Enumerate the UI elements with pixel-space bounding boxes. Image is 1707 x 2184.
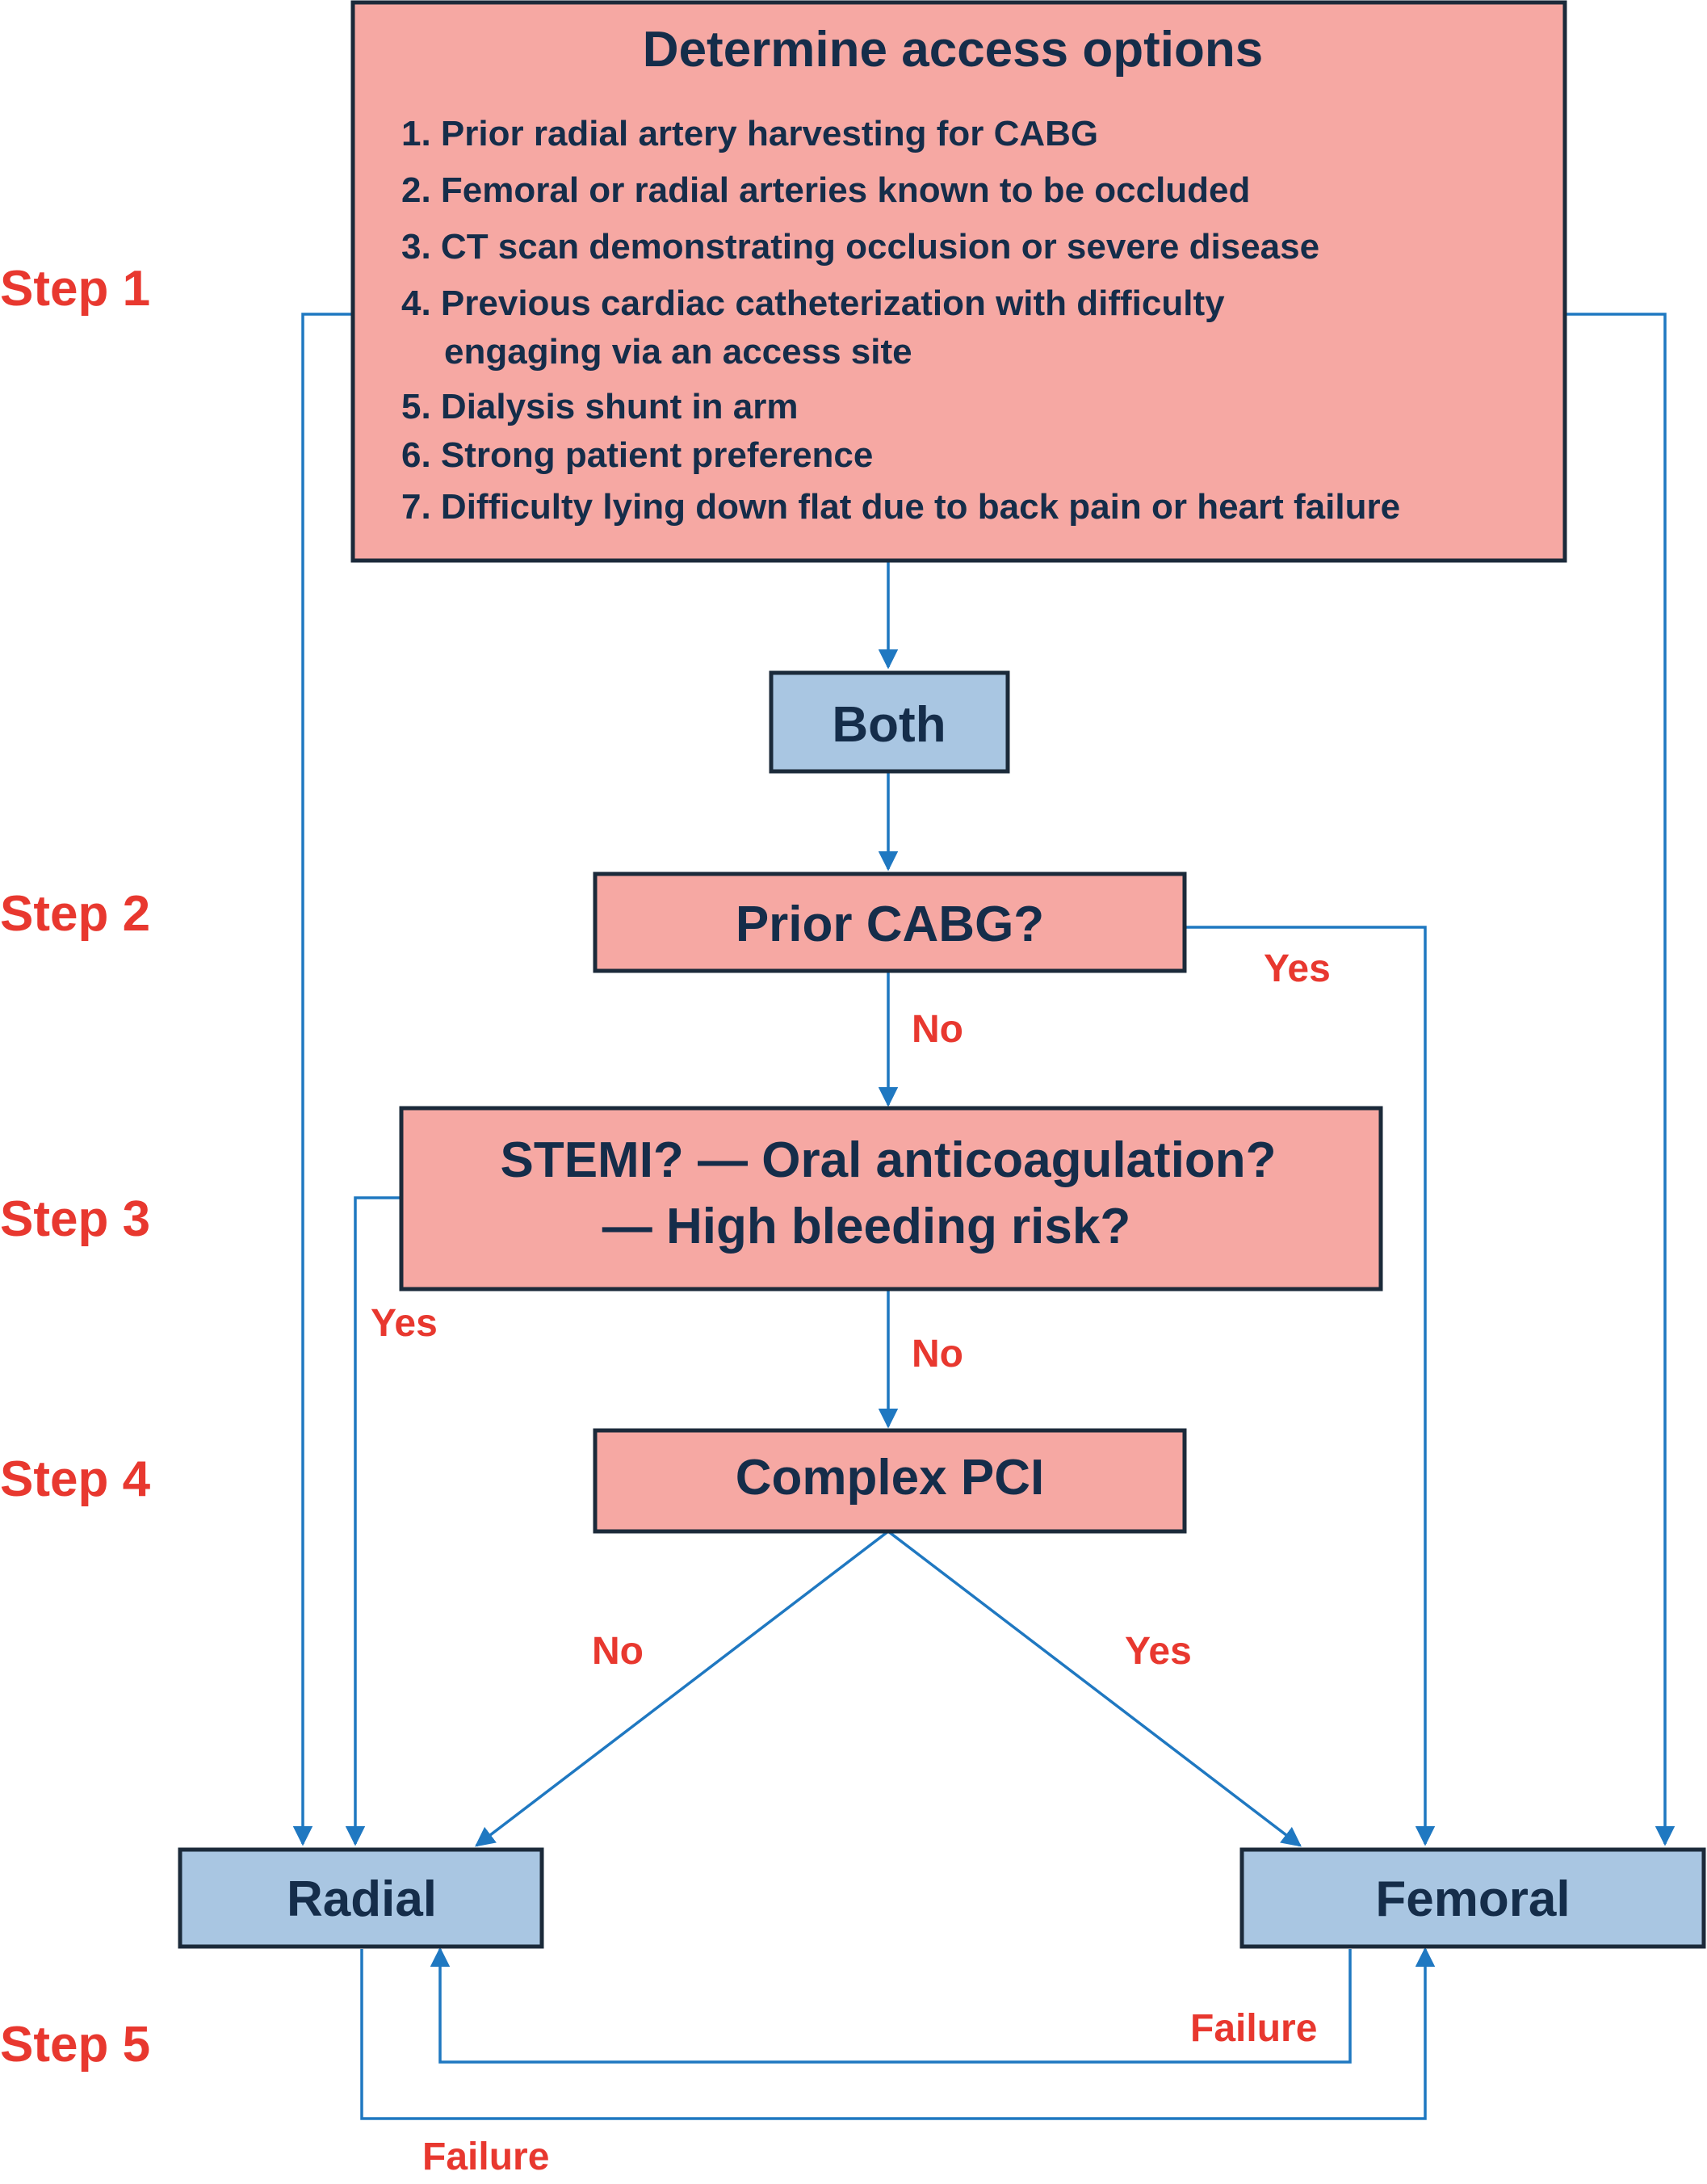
stemi-box: STEMI? — Oral anticoagulation? — High bl…	[399, 1106, 1383, 1292]
prior-cabg-box-bg	[593, 872, 1187, 973]
connector-prior-cabg-yes	[1185, 926, 1436, 1846]
connector-femoral-failure	[430, 1947, 1352, 2064]
access-option-item: 6. Strong patient preference	[401, 435, 873, 475]
complex-pci-box: Complex PCI	[593, 1428, 1187, 1534]
access-option-item: 4. Previous cardiac catheterization with…	[401, 284, 1225, 323]
access-option-item: 5. Dialysis shunt in arm	[401, 387, 799, 426]
connectors	[292, 313, 1676, 2120]
no-label-complex-pci: No	[592, 1630, 644, 1673]
yes-label-complex-pci: Yes	[1125, 1630, 1192, 1673]
complex-pci-label: Complex PCI	[736, 1450, 1044, 1506]
determine-access-box: Determine access options 1. Prior radial…	[350, 0, 1567, 563]
failure-label-femoral: Failure	[1190, 2007, 1317, 2050]
step-3-label: Step 3	[0, 1191, 150, 1247]
access-option-item: 7. Difficulty lying down flat due to bac…	[401, 487, 1400, 527]
prior-cabg-box: Prior CABG?	[593, 872, 1187, 973]
step-4-label: Step 4	[0, 1451, 151, 1507]
connector-pci-yes	[887, 1530, 1302, 1847]
step-1-label: Step 1	[0, 261, 150, 317]
access-option-item: 3. CT scan demonstrating occlusion or se…	[401, 227, 1319, 267]
radial-box-bg	[178, 1847, 544, 1949]
prior-cabg-label: Prior CABG?	[736, 897, 1044, 952]
both-box-bg	[769, 670, 1010, 774]
connector-stemi-yes	[345, 1196, 401, 1846]
femoral-box-bg	[1239, 1847, 1706, 1949]
yes-label-stemi: Yes	[371, 1302, 438, 1345]
stemi-box-bg	[399, 1106, 1383, 1292]
access-option-item: 2. Femoral or radial arteries known to b…	[401, 170, 1250, 210]
femoral-box: Femoral	[1239, 1847, 1706, 1949]
access-option-item: 1. Prior radial artery harvesting for CA…	[401, 114, 1098, 153]
yes-label-prior-cabg: Yes	[1264, 947, 1331, 990]
step-5-label: Step 5	[0, 2017, 150, 2073]
radial-box: Radial	[178, 1847, 544, 1949]
stemi-line-1: STEMI? — Oral anticoagulation?	[500, 1132, 1276, 1188]
stemi-line-2: — High bleeding risk?	[602, 1199, 1131, 1254]
access-option-item-continuation: engaging via an access site	[444, 332, 912, 372]
connector-radial-failure	[360, 1947, 1436, 2120]
step-2-label: Step 2	[0, 886, 150, 942]
connector-box1-left-to-radial	[292, 313, 353, 1846]
radial-label: Radial	[287, 1871, 437, 1927]
complex-pci-box-bg	[593, 1428, 1187, 1534]
determine-access-box-bg	[350, 0, 1567, 563]
failure-label-radial: Failure	[422, 2136, 549, 2178]
connector-pci-no	[475, 1530, 890, 1847]
both-box: Both	[769, 670, 1010, 774]
no-label-stemi: No	[912, 1333, 963, 1376]
determine-access-title: Determine access options	[643, 22, 1263, 78]
no-label-prior-cabg: No	[912, 1008, 963, 1051]
both-label: Both	[832, 697, 946, 753]
connector-box1-right-to-femoral	[1565, 313, 1676, 1846]
femoral-label: Femoral	[1375, 1871, 1570, 1927]
